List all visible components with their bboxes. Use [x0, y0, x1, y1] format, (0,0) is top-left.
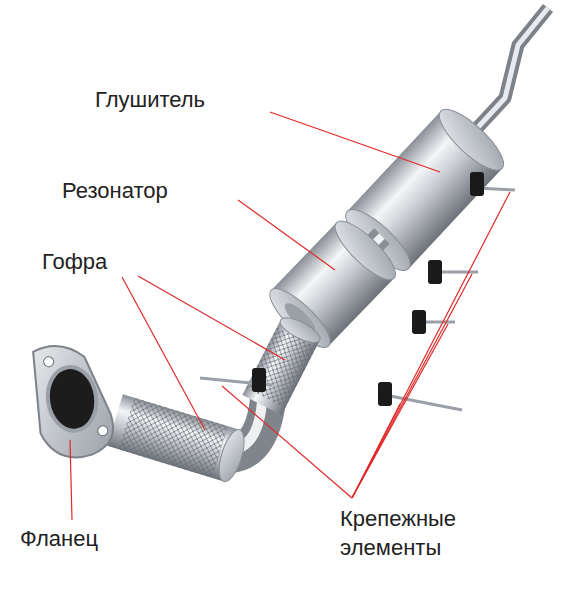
part-label: Гофра [42, 248, 107, 277]
part-label: Крепежные элементы [340, 505, 520, 562]
part-label: Резонатор [62, 177, 168, 206]
part-label: Фланец [20, 525, 98, 554]
part-label: Глушитель [95, 86, 205, 115]
